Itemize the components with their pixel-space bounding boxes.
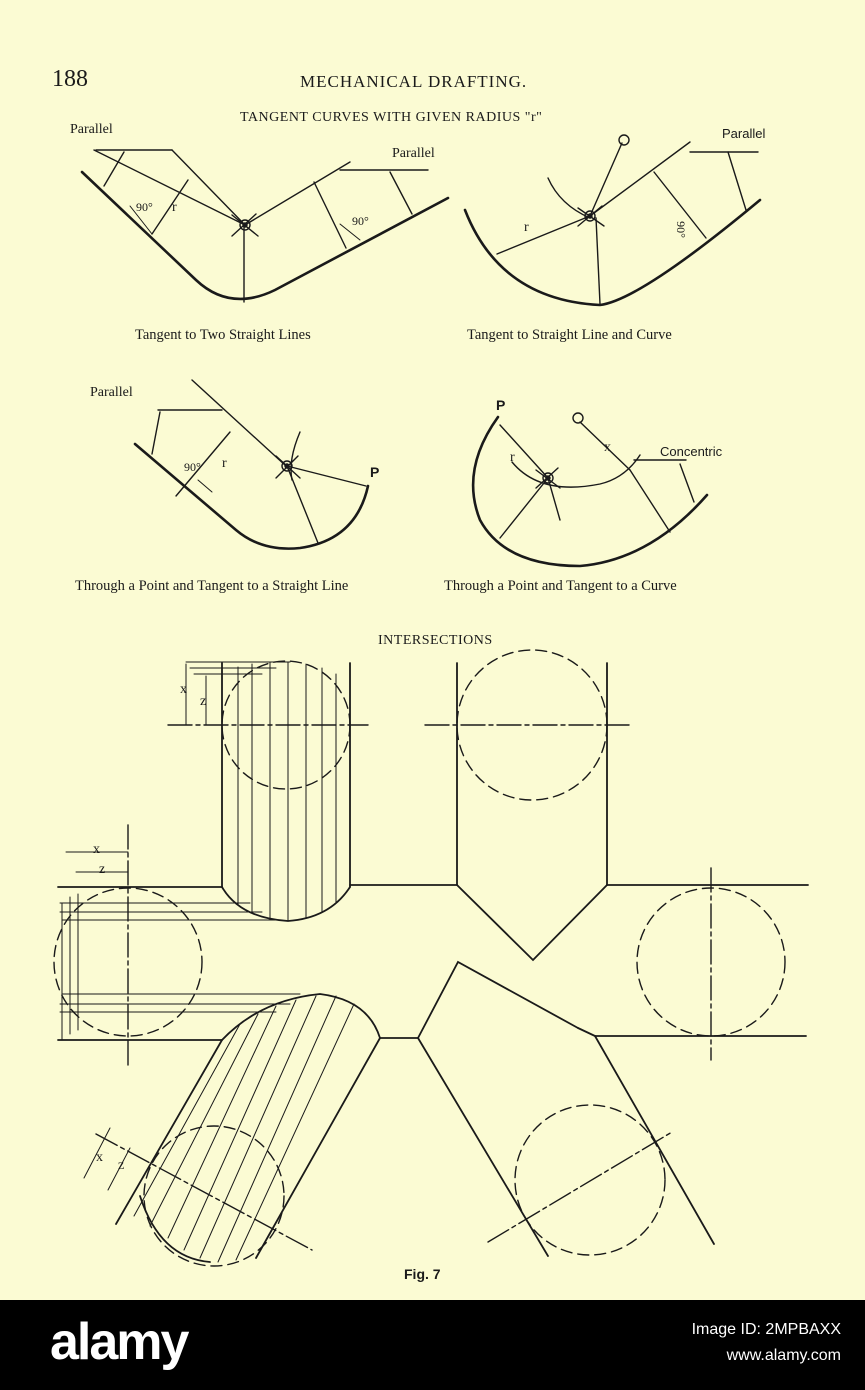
watermark-footer — [0, 1300, 865, 1390]
figure-label: Fig. 7 — [404, 1266, 441, 1282]
book-page — [0, 0, 865, 1300]
fig3-parallel-label: Parallel — [90, 385, 133, 400]
fig-intersections — [53, 649, 809, 1267]
fig3-caption: Through a Point and Tangent to a Straigh… — [75, 578, 349, 594]
dim-z-label-bottom: z — [118, 1158, 125, 1173]
fig-tangent-line-curve — [463, 134, 762, 307]
fig2-angle-label: 90° — [673, 221, 688, 238]
fig1-parallel-right-label: Parallel — [392, 146, 435, 161]
fig3-r-label: r — [222, 456, 227, 471]
fig4-r-label: r — [510, 450, 515, 465]
dim-z-label-left: z — [99, 862, 106, 877]
fig2-r-label: r — [524, 220, 529, 235]
drafting-plate — [53, 134, 809, 1267]
intersections-title: INTERSECTIONS — [378, 633, 493, 648]
dim-x-label-top: x — [180, 682, 187, 697]
tangent-section-title: TANGENT CURVES WITH GIVEN RADIUS "r" — [240, 110, 543, 125]
fig-point-tangent-curve — [471, 412, 709, 568]
fig1-caption: Tangent to Two Straight Lines — [135, 327, 311, 343]
fig2-caption: Tangent to Straight Line and Curve — [467, 327, 672, 343]
dim-z-label-top: z — [200, 694, 207, 709]
dim-x-label-bottom: x — [96, 1150, 103, 1165]
fig1-angle-left-label: 90° — [136, 200, 153, 214]
fig1-r-label: r — [172, 200, 177, 215]
fig4-point-label: P — [496, 397, 506, 413]
running-title: MECHANICAL DRAFTING. — [300, 72, 528, 91]
fig3-angle-label: 90° — [184, 460, 201, 474]
fig2-parallel-label: Parallel — [722, 126, 766, 141]
fig-point-tangent-line — [133, 379, 370, 550]
image-id: Image ID: 2MPBAXX — [691, 1321, 841, 1338]
fig3-point-label: P — [370, 464, 380, 480]
fig1-angle-right-label: 90° — [352, 214, 369, 228]
fig4-caption: Through a Point and Tangent to a Curve — [444, 578, 677, 594]
dim-x-label-left: x — [93, 842, 100, 857]
fig1-parallel-left-label: Parallel — [70, 122, 113, 137]
fig4-concentric-label: Concentric — [660, 444, 723, 459]
brand-logo: alamy — [50, 1313, 189, 1371]
site-url: www.alamy.com — [726, 1347, 841, 1364]
page-number: 188 — [52, 66, 88, 92]
fig4-x-label: x — [604, 440, 611, 455]
fig-tangent-two-lines — [80, 149, 450, 303]
